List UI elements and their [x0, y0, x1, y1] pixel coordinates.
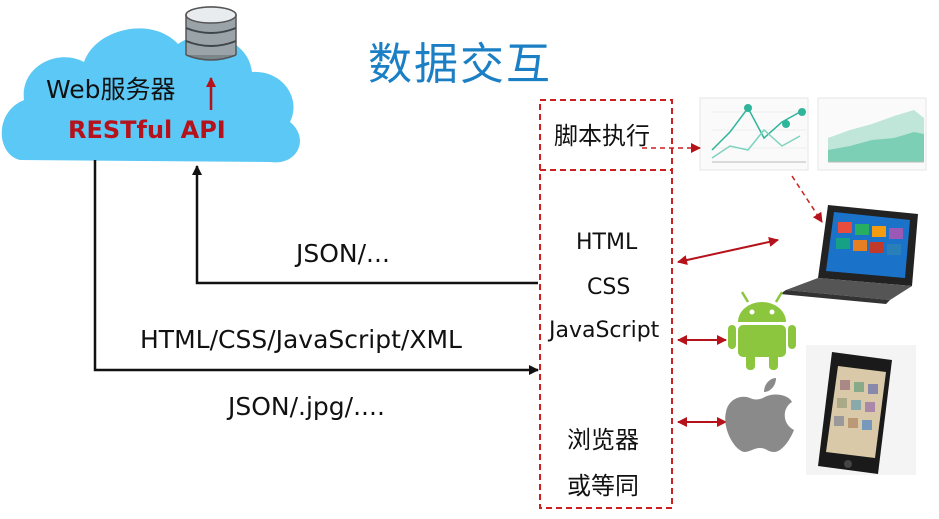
client-box — [539, 99, 673, 509]
script-exec-label: 脚本执行 — [554, 122, 650, 150]
android-icon — [728, 291, 796, 370]
database-icon — [185, 6, 237, 61]
download-formats-label: HTML/CSS/JavaScript/XML — [140, 325, 462, 354]
smartphone-icon — [806, 345, 916, 475]
chart-thumbnail — [817, 97, 927, 171]
tablet-icon — [780, 205, 918, 304]
browser-equivalent-label: 或等同 — [567, 472, 639, 500]
tech-html-label: HTML — [576, 230, 638, 255]
api-label: RESTful API — [68, 116, 226, 144]
cloud-icon — [1, 28, 300, 163]
chart-thumbnail — [699, 97, 809, 171]
tech-css-label: CSS — [587, 275, 631, 300]
tech-tablet-arrow — [677, 237, 779, 265]
upload-format-label: JSON/... — [296, 239, 390, 268]
page-title: 数据交互 — [368, 39, 552, 90]
upload-arrow — [192, 165, 538, 285]
tech-js-label: JavaScript — [549, 318, 660, 343]
chart-to-tablet-arrow — [791, 175, 823, 223]
server-label: Web服务器 — [46, 75, 176, 104]
download-data-label: JSON/.jpg/.... — [228, 392, 385, 421]
browser-label: 浏览器 — [567, 426, 639, 454]
apple-icon — [725, 378, 794, 452]
download-arrow — [93, 160, 539, 375]
